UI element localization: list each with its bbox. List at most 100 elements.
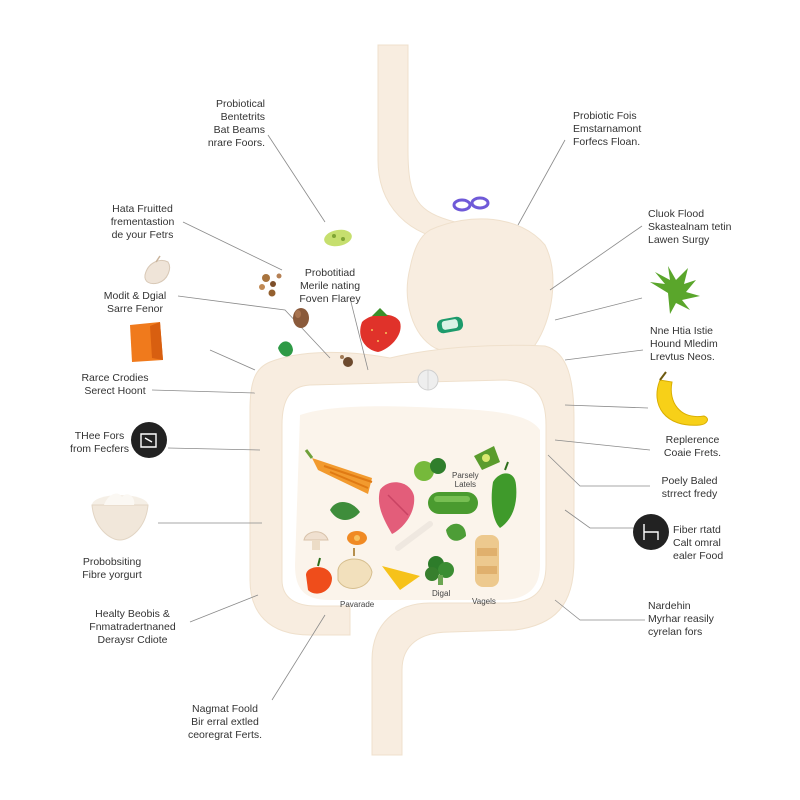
garlic-bulb-icon	[417, 369, 439, 391]
bone-icon	[395, 521, 433, 551]
cucumber-icon	[428, 492, 478, 514]
label-probiotic-bacteria: Probiotical Bentetrits Bat Beams nrare F…	[190, 98, 265, 150]
lime-icon	[414, 458, 446, 481]
dark-badge-left-icon	[131, 422, 167, 458]
label-range-crudies: Rarce Crodies Serect Hoont	[75, 372, 155, 398]
label-probiotic-center: Probotitiad Merile nating Foven Flarey	[290, 267, 370, 306]
onion-icon	[337, 548, 373, 589]
banana-icon	[656, 371, 708, 426]
label-line: Skastealnam tetin	[648, 221, 732, 233]
label-line: Nne Htia Istie	[650, 325, 714, 337]
stomach	[406, 218, 554, 359]
nut-icon	[293, 308, 309, 328]
esophagus	[377, 44, 456, 241]
label-line: Emstarnamont	[573, 123, 642, 135]
label-line: ceoregrat Ferts.	[187, 729, 263, 741]
label-line: Serect Hoont	[84, 385, 146, 397]
strawberry-icon	[360, 308, 401, 352]
yogurt-bowl-icon	[91, 493, 149, 541]
label-line: Probiotical	[215, 98, 265, 110]
granola-icon	[259, 273, 282, 297]
digestive-tract	[249, 44, 575, 756]
label-line: Sarre Fenor	[106, 303, 164, 315]
green-pepper-icon	[491, 461, 517, 528]
lemon-wedge-icon	[382, 566, 420, 590]
label-line: Hata Fruitted	[112, 203, 173, 215]
label-clean-food: Cluok Flood Skastealnam tetin Lawen Surg…	[648, 208, 731, 247]
label-medical-digital: Modit & Dgial Sarre Fenor	[95, 290, 175, 316]
label-line: Probiotic Fois	[573, 110, 637, 122]
label-line: Bat Beams	[213, 124, 265, 136]
orange-slice-icon	[347, 531, 367, 545]
tiny-label-digal: Digal	[432, 589, 451, 598]
label-line: strrect fredy	[661, 488, 718, 500]
label-line: Nagmat Foold	[192, 703, 258, 715]
label-probiotic-foods-top-right: Probiotic Fois Emstarnamont Forfecs Floa…	[573, 110, 641, 149]
tiny-label-pavarade: Pavarade	[340, 600, 375, 609]
label-line: Bir erral extled	[191, 716, 259, 728]
label-line: Probobsiting	[82, 556, 142, 568]
label-fermented: Hata Fruitted frementastion de your Fetr…	[100, 203, 185, 242]
label-line: Lawen Surgy	[648, 234, 710, 246]
supplement-tin-icon	[436, 316, 464, 334]
label-line: cyrelan fors	[648, 626, 703, 638]
label-line: Poely Baled	[661, 475, 718, 487]
label-line: Hound Mledim	[650, 338, 718, 350]
label-line: Probotitiad	[304, 267, 356, 279]
label-line: Bentetrits	[220, 111, 265, 123]
label-line: Fnmatradertnaned	[89, 621, 176, 633]
label-line: Foven Flarey	[299, 293, 361, 305]
leaf-icon	[278, 341, 293, 357]
sprout-leaf-icon	[446, 523, 466, 541]
label-line: frementastion	[110, 216, 175, 228]
label-line: from Fecfers	[70, 443, 129, 455]
green-bean-icon	[324, 229, 352, 247]
broccoli-icon	[425, 556, 454, 585]
label-line: Deraysr Cdiote	[97, 634, 168, 646]
supplement-jar-icon	[475, 535, 499, 587]
seed-icon	[340, 355, 353, 367]
label-healthy-seeds: Healty Beobis & Fnmatradertnaned Deraysr…	[85, 608, 180, 647]
tiny-label-vagels: Vagels	[472, 597, 496, 606]
label-nine-little: Nne Htia Istie Hound Mledim Lrevtus Neos…	[650, 325, 718, 364]
pepper-orange-icon	[306, 557, 332, 594]
label-line: de your Fetrs	[111, 229, 174, 241]
leader-lines	[151, 134, 651, 701]
label-line: Forfecs Floan.	[573, 136, 641, 148]
spinach-leaf-icon	[330, 501, 360, 520]
carrot-sticks-icon	[304, 449, 373, 494]
label-line: Merile nating	[299, 280, 361, 292]
label-line: Replerence	[665, 434, 720, 446]
avocado-icon	[474, 446, 500, 470]
garlic-icon	[144, 255, 171, 285]
label-probiotic-yogurt: Probobsiting Fibre yorgurt	[72, 556, 152, 582]
label-replerence: Replerence Coaie Frets.	[655, 434, 730, 460]
mushroom-icon	[303, 531, 329, 550]
large-intestine	[249, 344, 575, 756]
tiny-label-line: Latels	[454, 480, 477, 489]
label-line: Rarce Crodies	[81, 372, 149, 384]
label-three-fords: THee Fors from Fecfers	[62, 430, 137, 456]
label-line: Fibre yorgurt	[82, 569, 142, 581]
label-line: THee Fors	[74, 430, 125, 442]
squash-icon	[130, 322, 163, 362]
label-line: Fiber rtatd	[673, 524, 721, 536]
label-line: Myrhar reasily	[648, 613, 714, 625]
tiny-label-line: Parsely	[452, 471, 479, 480]
label-fibre-rich: Fiber rtatd Calt omral ealer Food	[673, 524, 723, 563]
label-line: Calt omral	[673, 537, 721, 549]
food-illustrations	[91, 196, 708, 594]
label-line: Cluok Flood	[648, 208, 705, 220]
label-line: Lrevtus Neos.	[650, 351, 715, 363]
label-nardein: Nardehin Myrhar reasily cyrelan fors	[648, 600, 714, 639]
tiny-label-parsley: Parsely Latels	[452, 471, 479, 489]
label-line: Modit & Dgial	[103, 290, 167, 302]
dark-badge-right-icon	[633, 514, 669, 550]
label-line: Coaie Frets.	[663, 447, 722, 459]
label-line: Nardehin	[648, 600, 691, 612]
pink-radish-icon	[378, 482, 415, 534]
label-poely-bated: Poely Baled strrect fredy	[652, 475, 727, 501]
label-nagmat-food: Nagmat Foold Bir erral extled ceoregrat …	[180, 703, 270, 742]
label-line: ealer Food	[673, 550, 724, 562]
